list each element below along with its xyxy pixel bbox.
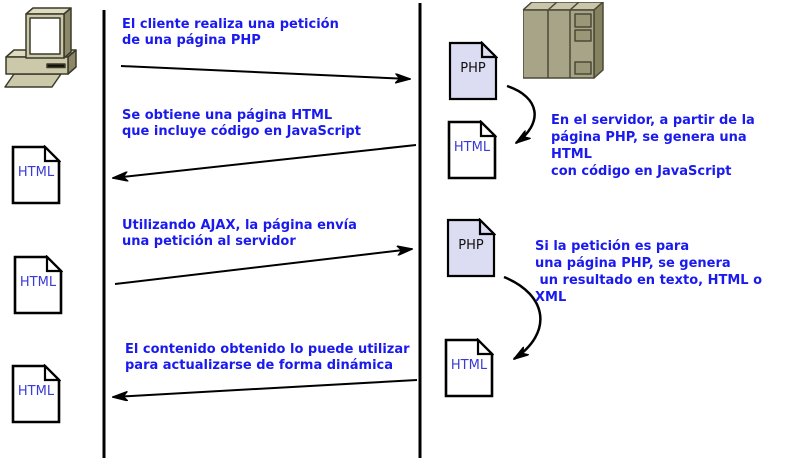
server-tower-icon bbox=[522, 1, 605, 84]
doc-label: PHP bbox=[460, 61, 486, 76]
client-doc-html-3: HTML bbox=[11, 364, 61, 424]
message-dynamic-update-label: El contenido obtenido lo puede utilizar … bbox=[125, 342, 410, 373]
server-doc-php-2: PHP bbox=[446, 218, 496, 278]
server-doc-html-2: HTML bbox=[444, 338, 494, 398]
message-request-php-label: El cliente realiza una petición de una p… bbox=[122, 17, 339, 48]
doc-label: HTML bbox=[19, 275, 57, 290]
server-note-php-result-label: Si la petición es para una página PHP, s… bbox=[535, 239, 763, 305]
desktop-computer-icon bbox=[4, 6, 82, 94]
client-doc-html-1: HTML bbox=[11, 145, 61, 205]
doc-label: HTML bbox=[453, 140, 491, 155]
message-response-html-label: Se obtiene una página HTML que incluye c… bbox=[122, 108, 361, 139]
arrow-request-php bbox=[120, 65, 410, 79]
doc-label: PHP bbox=[458, 238, 484, 253]
arrow-dynamic-update bbox=[113, 379, 418, 397]
server-doc-php-1: PHP bbox=[448, 41, 498, 101]
doc-label: HTML bbox=[17, 165, 55, 180]
server-doc-html-1: HTML bbox=[447, 120, 497, 180]
curve-php-to-html-top bbox=[506, 84, 536, 143]
arrow-ajax-request bbox=[114, 249, 412, 285]
message-ajax-request-label: Utilizando AJAX, la página envía una pet… bbox=[122, 218, 357, 249]
curve-php-to-html-bottom bbox=[503, 275, 542, 359]
arrow-response-html bbox=[113, 144, 417, 178]
server-note-generate-html-label: En el servidor, a partir de la página PH… bbox=[551, 113, 755, 179]
doc-label: HTML bbox=[17, 384, 55, 399]
doc-label: HTML bbox=[450, 358, 488, 373]
client-doc-html-2: HTML bbox=[13, 255, 63, 315]
